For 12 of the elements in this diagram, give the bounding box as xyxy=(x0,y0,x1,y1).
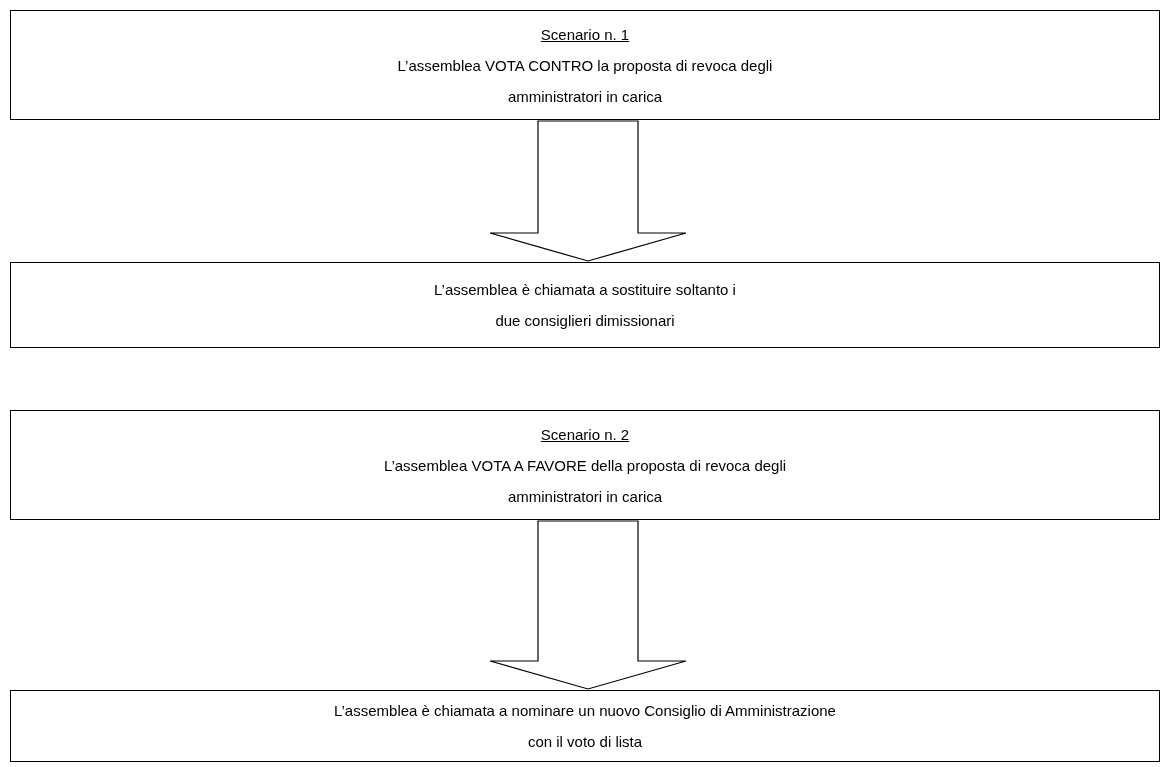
box-text: L’assemblea è chiamata a nominare un nuovo Consiglio di Amministrazione con il voto di lista xyxy=(333,701,837,752)
box-text: L’assemblea VOTA CONTRO la proposta di revoca degli amministratori in carica xyxy=(396,55,774,107)
block-arrow xyxy=(489,120,687,262)
text-box xyxy=(10,10,1160,120)
block-arrow xyxy=(489,520,687,690)
text-box xyxy=(10,690,1160,762)
scenario-heading: Scenario n. 2 xyxy=(540,424,630,445)
scenario-heading: Scenario n. 1 xyxy=(540,24,630,45)
text-box xyxy=(10,410,1160,520)
text-box xyxy=(10,262,1160,348)
box-text: L’assemblea è chiamata a sostituire soltanto i due consiglieri dimissionari xyxy=(433,280,737,331)
box-text: L’assemblea VOTA A FAVORE della proposta di revoca degli amministratori in carica xyxy=(382,455,788,507)
